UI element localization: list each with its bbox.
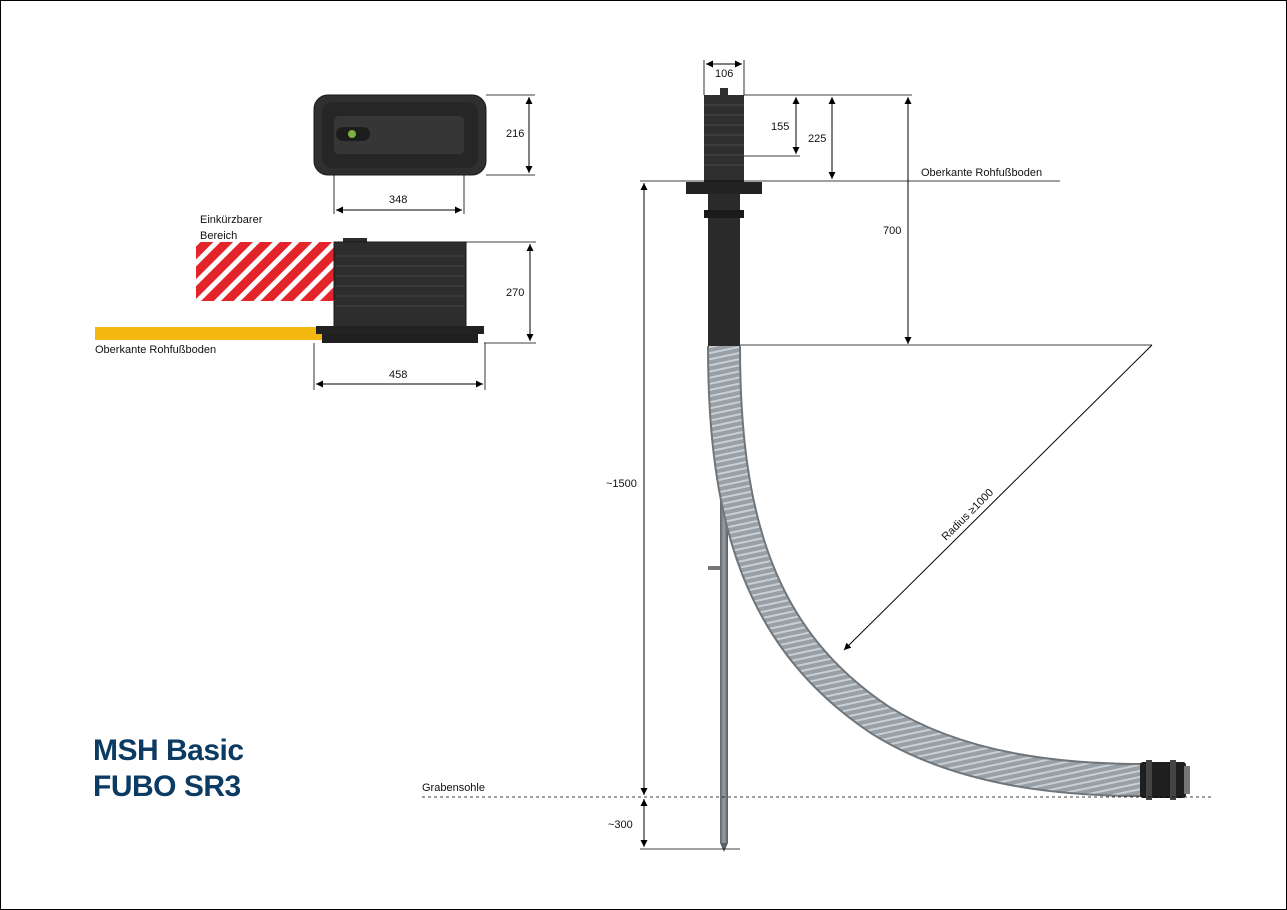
dim-text-458: 458 [389,369,407,381]
dim-text-700: 700 [883,225,901,237]
shortenable-label-2: Bereich [200,230,237,242]
dim-700: 700 [883,97,912,344]
dim-216: 216 [486,94,535,176]
dim-458: 458 [313,343,486,390]
pipe-housing [686,88,762,346]
shortenable-label-1: Einkürzbarer [200,214,263,226]
dim-text-270: 270 [506,287,524,299]
dim-225: 225 [808,97,836,179]
dim-text-216: 216 [506,128,524,140]
hose-end-coupling [1140,760,1190,800]
top-view-lid [313,94,487,176]
flexible-hose [707,345,1143,797]
title-line-2: FUBO SR3 [93,770,241,803]
dim-155: 155 [744,97,800,157]
dim-text-radius: Radius ≥1000 [940,487,996,543]
dim-1500: ~1500 [606,183,648,795]
dim-270: 270 [466,241,536,344]
dim-text-106: 106 [715,68,733,80]
title-line-1: MSH Basic [93,734,244,767]
floor-strip [95,327,327,340]
dim-text-1500: ~1500 [606,478,637,490]
dim-348: 348 [333,175,465,214]
floor-label-right: Oberkante Rohfußboden [921,167,1042,179]
status-led-icon [348,130,356,138]
dim-106: 106 [703,60,745,95]
product-title: MSH Basic FUBO SR3 [93,733,244,805]
dim-text-155: 155 [771,121,789,133]
side-view-box [316,238,484,343]
dim-text-300: ~300 [608,819,633,831]
trench-bottom-label: Grabensohle [422,782,485,794]
dim-text-225: 225 [808,133,826,145]
ground-stake [708,488,728,852]
hose-ribs [709,345,1143,795]
floor-label-left: Oberkante Rohfußboden [95,344,216,356]
dim-300: ~300 [608,799,740,850]
shortenable-area [196,242,336,301]
dim-text-348: 348 [389,194,407,206]
dim-radius: Radius ≥1000 [843,344,1153,651]
